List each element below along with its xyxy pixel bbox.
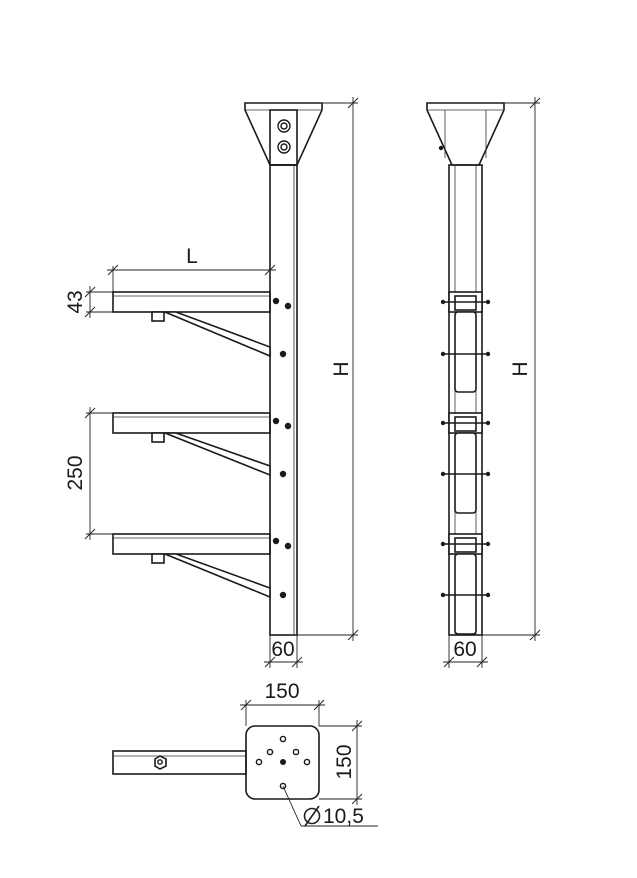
dim-43-label: 43: [64, 290, 87, 313]
top-base-plate: [245, 725, 320, 800]
dim-H-side-label: H: [509, 361, 532, 376]
side-clamp-1: [440, 291, 491, 393]
dim-L: L: [107, 245, 276, 292]
dim-60-side: 60: [443, 635, 488, 668]
dim-H-front: H: [297, 97, 359, 641]
dim-150-vertical-label: 150: [333, 744, 356, 779]
front-plate-bracket: [269, 109, 298, 166]
top-view: 150 150 10,5: [112, 680, 378, 828]
dim-250-label: 250: [64, 455, 87, 490]
dim-60-front: 60: [264, 635, 303, 668]
front-arm-2: [112, 412, 292, 478]
dim-L-label: L: [186, 245, 198, 268]
diameter-icon: [303, 805, 321, 827]
dim-60-front-label: 60: [271, 638, 294, 661]
side-post: [448, 164, 483, 636]
side-top-plate: [426, 102, 505, 166]
dim-150-vertical: 150: [319, 720, 363, 805]
dim-H-front-label: H: [330, 361, 353, 376]
side-clamp-3: [440, 533, 491, 635]
dim-150-horizontal-label: 150: [264, 680, 299, 703]
front-arm-1: [112, 291, 292, 358]
dim-43: 43: [64, 286, 113, 318]
dim-H-side: H: [482, 97, 541, 641]
dim-60-side-label: 60: [453, 638, 476, 661]
dim-hole-diameter: 10,5: [282, 785, 378, 828]
dim-hole-diameter-label: 10,5: [323, 805, 364, 828]
front-view: L 43 250 H: [64, 97, 359, 668]
dim-150-horizontal: 150: [240, 680, 325, 726]
dim-250: 250: [64, 407, 113, 540]
front-arm-3: [112, 533, 292, 599]
front-post: [269, 164, 298, 636]
front-top-plate: [244, 102, 323, 166]
side-clamp-2: [440, 412, 491, 514]
side-view: H 60: [426, 97, 541, 668]
top-arm: [112, 750, 247, 775]
